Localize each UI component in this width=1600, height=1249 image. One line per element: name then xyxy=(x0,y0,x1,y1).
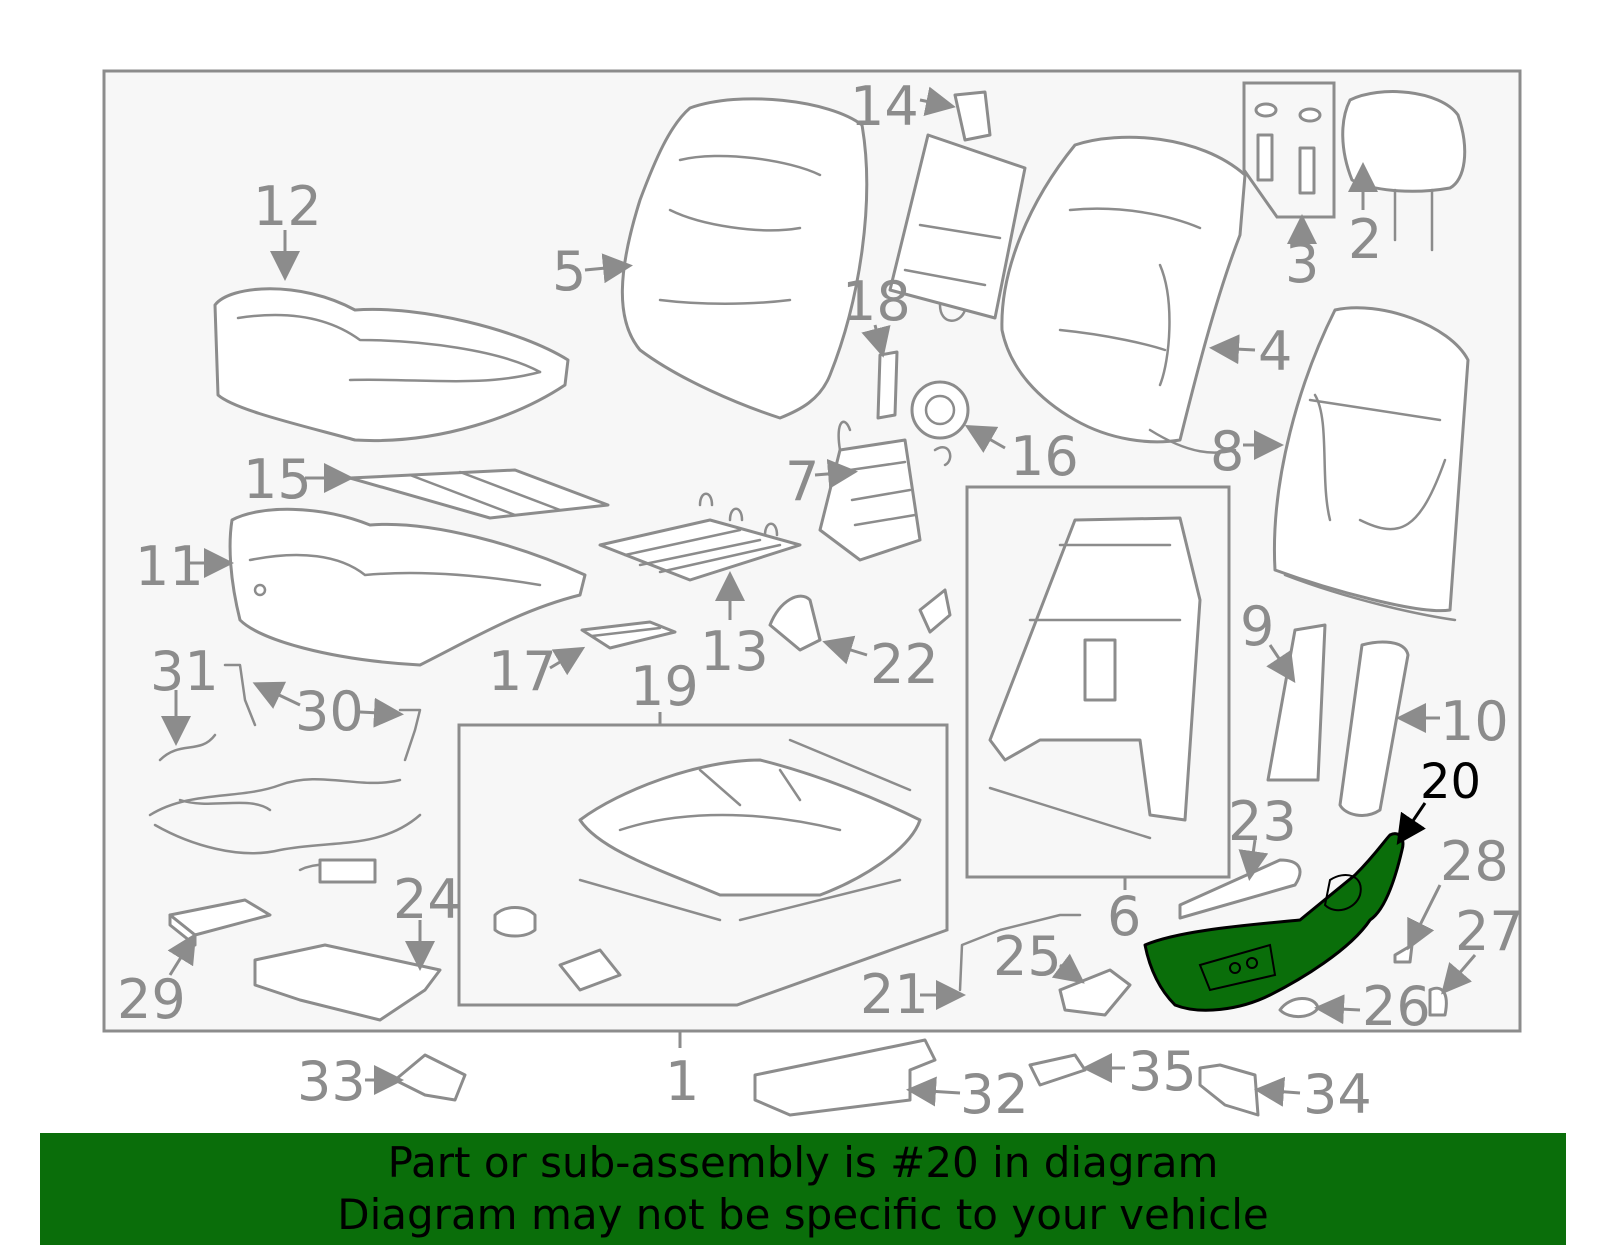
callout-25: 25 xyxy=(993,925,1062,988)
part-32-trim xyxy=(753,1038,937,1117)
leader-9 xyxy=(1266,644,1296,683)
part-35-clip xyxy=(1028,1053,1087,1087)
subassembly-box-19 xyxy=(457,723,949,1007)
part-12-cushion-cover xyxy=(213,287,570,443)
part-31-wire xyxy=(223,663,257,727)
part-33-clip xyxy=(393,1053,467,1102)
callout-23: 23 xyxy=(1228,790,1297,853)
callout-16: 16 xyxy=(1010,425,1079,488)
callout-35: 35 xyxy=(1128,1040,1197,1103)
part-30-clip xyxy=(398,708,422,762)
leader-29 xyxy=(167,932,197,976)
leader-20 xyxy=(1396,802,1427,845)
part-17-speaker xyxy=(580,620,677,650)
leader-30b xyxy=(359,697,404,728)
callout-30: 30 xyxy=(295,680,364,743)
part-5-seatback-cover xyxy=(620,97,869,420)
callout-10: 10 xyxy=(1440,690,1509,753)
callout-21: 21 xyxy=(860,963,929,1026)
info-banner: Part or sub-assembly is #20 in diagram D… xyxy=(40,1133,1566,1245)
callout-1: 1 xyxy=(665,1050,699,1113)
leader-28 xyxy=(1407,884,1442,951)
subassembly-box-6 xyxy=(965,485,1231,879)
part-11-cushion-pad xyxy=(228,507,587,667)
leader-7 xyxy=(814,458,858,489)
part-25-bracket xyxy=(1058,968,1132,1017)
part-16-motor xyxy=(910,380,970,440)
part-8-back-panel xyxy=(1272,306,1470,622)
part-27-knob xyxy=(1428,986,1448,1017)
part-6-seatback-frame xyxy=(988,516,1202,840)
part-3-guide-clips xyxy=(1254,102,1322,195)
part-34-bracket xyxy=(1198,1063,1260,1117)
leader-27 xyxy=(1441,954,1477,995)
part-19-seat-adjuster xyxy=(493,738,922,992)
leader-18 xyxy=(861,324,891,358)
callout-13: 13 xyxy=(700,620,769,683)
part-18-bracket xyxy=(876,350,899,420)
part-22-clip xyxy=(918,588,952,634)
callout-2: 2 xyxy=(1348,208,1382,271)
leader-32 xyxy=(906,1076,961,1107)
callout-32: 32 xyxy=(960,1063,1029,1126)
part-10-side-trim xyxy=(1338,640,1410,817)
banner-line-1: Part or sub-assembly is #20 in diagram xyxy=(387,1138,1219,1187)
leader-14 xyxy=(919,86,956,117)
callout-15: 15 xyxy=(243,448,312,511)
part-22-bracket xyxy=(768,594,822,652)
callout-12: 12 xyxy=(253,175,322,238)
leader-17 xyxy=(549,646,586,676)
callout-28: 28 xyxy=(1440,830,1509,893)
leader-25 xyxy=(1051,953,1085,984)
part-15-heater-mat xyxy=(348,468,610,520)
leader-16 xyxy=(964,425,1006,453)
leader-23 xyxy=(1238,839,1269,881)
callout-22: 22 xyxy=(870,633,939,696)
harness-assembly xyxy=(148,733,422,884)
callout-31: 31 xyxy=(150,640,219,703)
part-4-seatback-pad xyxy=(1000,135,1247,454)
callout-26: 26 xyxy=(1362,975,1431,1038)
part-20-side-shield xyxy=(1143,832,1405,1012)
leader-4 xyxy=(1209,334,1256,365)
callout-4: 4 xyxy=(1258,320,1292,383)
part-23-trim xyxy=(1178,858,1302,920)
part-13-suspension xyxy=(598,492,802,582)
callout-18: 18 xyxy=(842,270,911,333)
part-14-back-panel xyxy=(888,90,1027,322)
callout-3: 3 xyxy=(1285,232,1319,295)
part-21-rod xyxy=(958,913,1082,992)
callout-8: 8 xyxy=(1210,420,1244,483)
callout-24: 24 xyxy=(393,868,462,931)
callout-20-highlight: 20 xyxy=(1420,754,1481,810)
leader-22 xyxy=(822,635,868,665)
callout-27: 27 xyxy=(1455,900,1524,963)
banner-line-2: Diagram may not be specific to your vehi… xyxy=(337,1190,1269,1239)
leader-5 xyxy=(584,253,633,284)
part-9-side-trim xyxy=(1266,623,1327,782)
callout-11: 11 xyxy=(135,535,204,598)
callout-5: 5 xyxy=(552,240,586,303)
callout-19: 19 xyxy=(630,655,699,718)
callout-6: 6 xyxy=(1107,885,1141,948)
callout-29: 29 xyxy=(117,968,186,1031)
callout-33: 33 xyxy=(297,1050,366,1113)
leader-30 xyxy=(252,681,301,709)
leader-34 xyxy=(1254,1076,1301,1107)
callout-17: 17 xyxy=(488,640,557,703)
callout-9: 9 xyxy=(1240,595,1274,658)
callout-34: 34 xyxy=(1303,1063,1372,1126)
callout-7: 7 xyxy=(785,450,819,513)
leader-26 xyxy=(1314,994,1361,1025)
callout-14: 14 xyxy=(850,75,919,138)
part-24-bracket xyxy=(253,943,442,1022)
